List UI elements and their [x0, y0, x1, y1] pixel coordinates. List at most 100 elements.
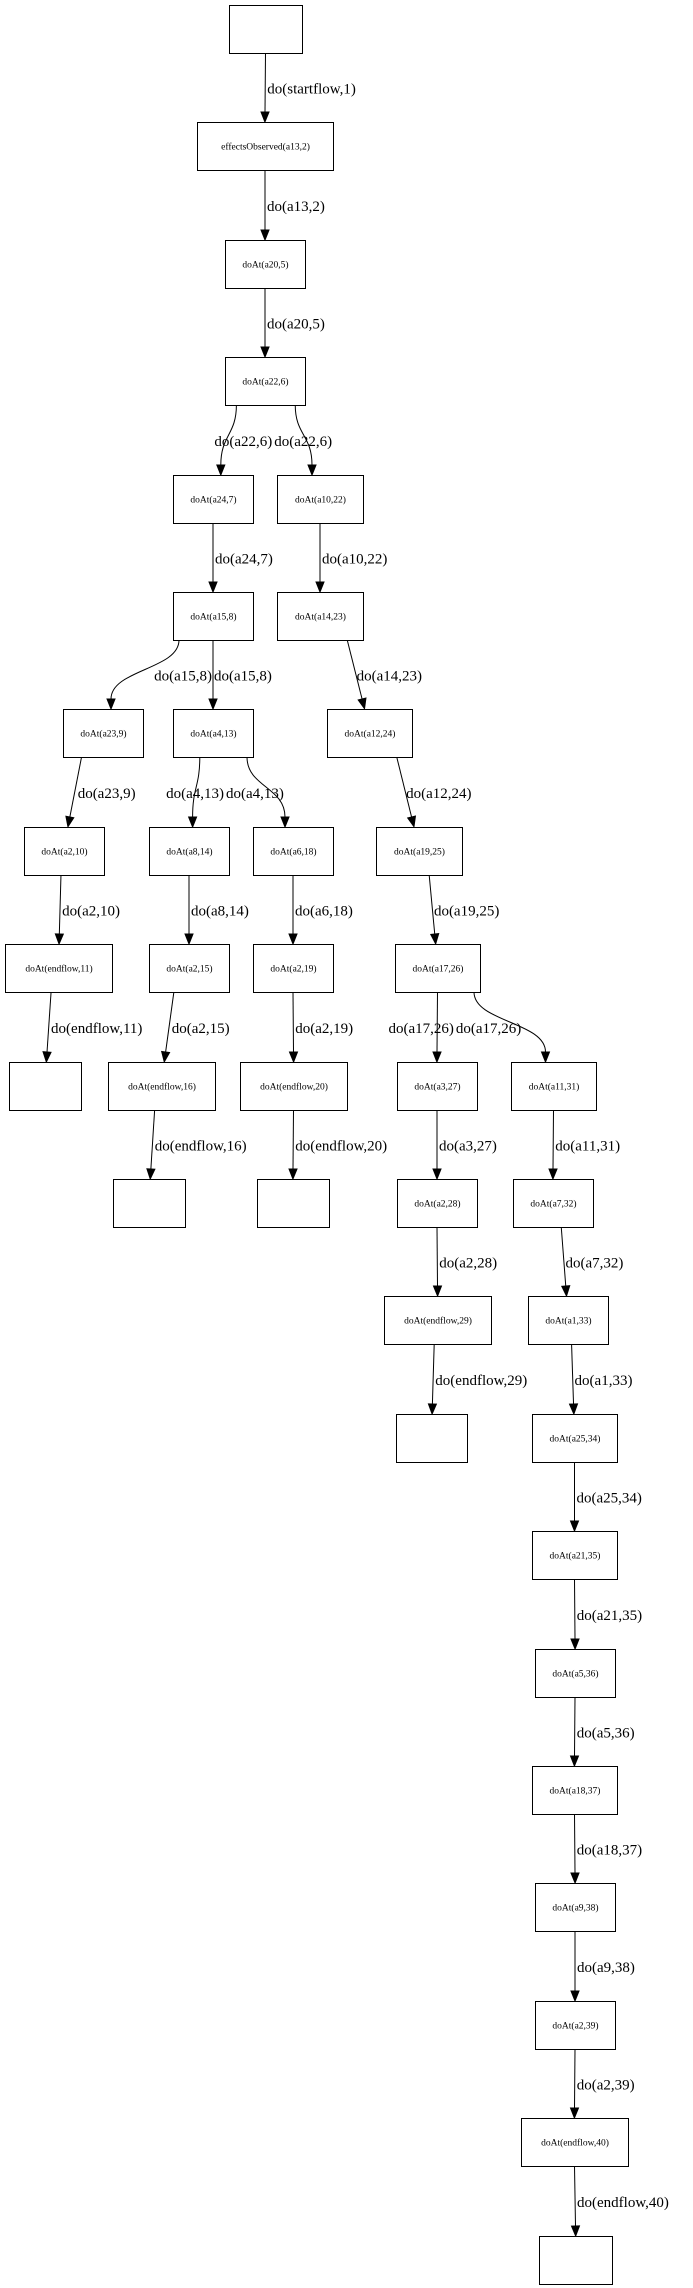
edge-label: do(a22,6) [274, 434, 332, 450]
graph-node-empty [396, 1414, 468, 1463]
edge-label: do(endflow,16) [155, 1139, 247, 1155]
nodes-layer: effectsObserved(a13,2)doAt(a20,5)doAt(a2… [5, 5, 629, 2285]
arrowhead-icon [570, 2225, 581, 2238]
arrowhead-icon [42, 1051, 52, 1064]
graph-edge: do(endflow,29) [427, 1343, 527, 1416]
edge-line [436, 1226, 438, 1287]
arrowhead-icon [432, 1051, 442, 1064]
node-label: doAt(a6,18) [270, 847, 316, 858]
node-label: doAt(a19,25) [394, 847, 445, 858]
node-box [513, 1179, 594, 1228]
node-box [511, 1062, 597, 1111]
graph-node: doAt(a24,7) [173, 475, 254, 524]
arrowhead-icon [569, 2107, 580, 2120]
edge-line [110, 639, 180, 700]
edge-label: do(a25,34) [577, 1491, 642, 1507]
node-box [539, 2236, 613, 2285]
node-box [253, 827, 334, 876]
edge-label: do(a23,9) [78, 786, 136, 802]
node-label: doAt(a24,7) [190, 495, 236, 506]
graph-edge: do(a23,9) [65, 756, 136, 829]
arrowhead-icon [184, 933, 194, 946]
graph-node: doAt(a1,33) [528, 1296, 609, 1345]
node-box [396, 1414, 468, 1463]
arrowhead-icon [548, 1168, 558, 1181]
node-box [532, 1766, 618, 1815]
graph-node: doAt(a22,6) [225, 357, 306, 406]
edge-label: do(a12,24) [406, 786, 471, 802]
graph-edge: do(a12,24) [396, 756, 472, 829]
graph-node: doAt(a9,38) [535, 1883, 616, 1932]
edge-label: do(a19,25) [434, 904, 499, 920]
edge-label: do(endflow,40) [577, 2195, 669, 2211]
edge-label: do(a15,8) [214, 669, 272, 685]
edge-label: do(a21,35) [577, 1608, 642, 1624]
edge-line [292, 1109, 294, 1170]
graph-edge: do(a2,28) [432, 1226, 497, 1298]
node-box [384, 1296, 492, 1345]
node-box [24, 827, 105, 876]
node-box [149, 827, 230, 876]
node-label: doAt(a2,28) [414, 1199, 460, 1210]
graph-edge: do(a10,22) [315, 523, 387, 594]
edge-line [264, 52, 266, 113]
graph-edge: do(a9,38) [570, 1931, 635, 2003]
arrowhead-icon [569, 1520, 580, 1533]
node-label: doAt(a3,27) [414, 1082, 460, 1093]
node-label: effectsObserved(a13,2) [221, 142, 310, 153]
edge-line [246, 756, 286, 818]
graph-node-empty [229, 5, 303, 54]
node-box [63, 709, 144, 758]
graph-edge: do(a8,14) [184, 875, 249, 946]
node-box [535, 2001, 616, 2050]
node-box [173, 475, 254, 524]
graph-edge: do(a21,35) [570, 1578, 642, 1651]
edge-line [560, 1226, 567, 1287]
arrowhead-icon [65, 815, 75, 829]
graph-node: doAt(a15,8) [173, 592, 254, 641]
graph-node: doAt(a2,28) [397, 1179, 478, 1228]
node-box [149, 944, 230, 993]
graph-node-empty [539, 2236, 613, 2285]
edge-label: do(a3,27) [439, 1139, 497, 1155]
arrowhead-icon [260, 346, 270, 359]
graph-node: doAt(a11,31) [511, 1062, 597, 1111]
graph-edge: do(endflow,20) [288, 1109, 387, 1181]
edge-line [292, 991, 294, 1053]
node-label: doAt(a25,34) [550, 1434, 601, 1445]
edge-line [346, 639, 363, 700]
graph-edge: do(a7,32) [560, 1226, 623, 1298]
node-box [397, 1179, 478, 1228]
node-label: doAt(a2,19) [270, 964, 316, 975]
arrowhead-icon [307, 464, 317, 477]
graph-edge: do(a22,6) [274, 404, 332, 477]
arrowhead-icon [570, 1990, 580, 2003]
arrowhead-icon [357, 697, 367, 711]
graph-node: doAt(a10,22) [277, 475, 364, 524]
node-label: doAt(a21,35) [550, 1551, 601, 1562]
graph-node: doAt(a3,27) [397, 1062, 478, 1111]
graph-node: doAt(endflow,20) [240, 1062, 348, 1111]
edge-line [165, 991, 175, 1053]
edges-layer: do(startflow,1)do(a13,2)do(a20,5)do(a22,… [42, 52, 669, 2238]
arrowhead-icon [570, 1638, 580, 1651]
graph-edge: do(a15,8) [106, 639, 212, 711]
arrowhead-icon [560, 1285, 571, 1298]
node-label: doAt(a18,37) [550, 1786, 601, 1797]
node-box [277, 592, 364, 641]
edge-line [571, 1343, 575, 1405]
arrowhead-icon [208, 581, 218, 594]
edge-line [396, 756, 413, 818]
graph-edge: do(a17,26) [388, 991, 454, 1064]
edge-label: do(a9,38) [577, 1960, 635, 1976]
edge-label: do(a6,18) [295, 904, 353, 920]
graph-node: doAt(endflow,29) [384, 1296, 492, 1345]
graph-node: doAt(a14,23) [277, 592, 364, 641]
edge-line [220, 404, 237, 466]
node-box [240, 1062, 348, 1111]
graph-node: doAt(endflow,40) [521, 2118, 629, 2167]
node-label: doAt(a7,32) [530, 1199, 576, 1210]
edge-label: do(a13,2) [267, 199, 325, 215]
node-label: doAt(a8,14) [166, 847, 212, 858]
graph-edge: do(a25,34) [569, 1462, 642, 1533]
